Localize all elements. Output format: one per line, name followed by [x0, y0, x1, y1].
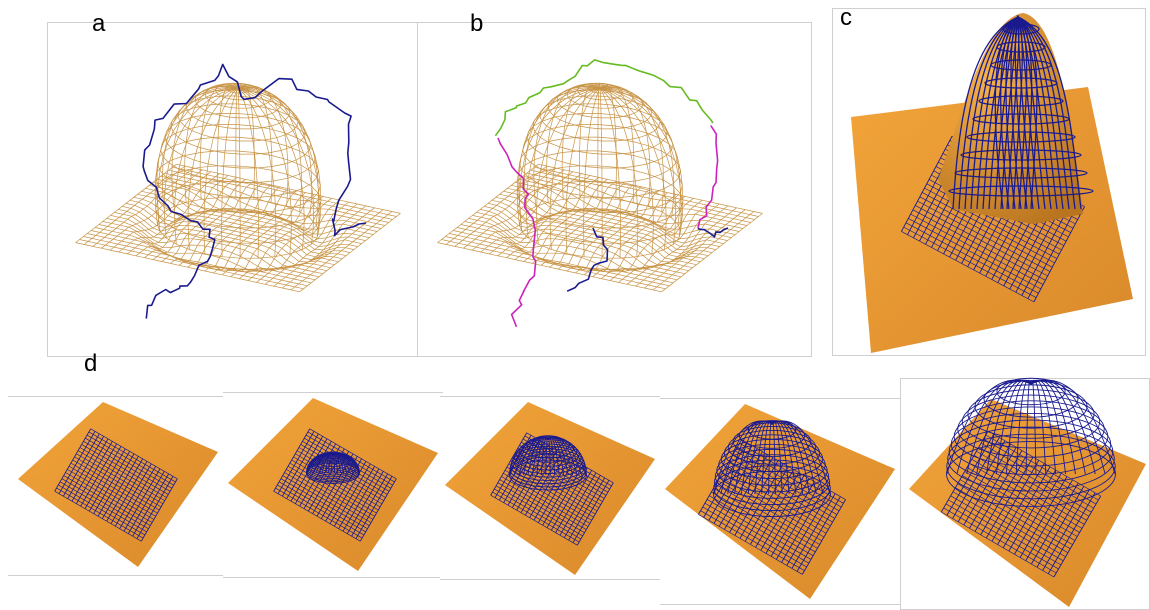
- panel-a: [47, 22, 419, 357]
- peak-lattice: [948, 15, 1094, 210]
- blue-path-right: [697, 227, 729, 238]
- magenta-path-left: [497, 137, 537, 328]
- panel-label-a: a: [92, 10, 106, 37]
- panel-d-step-3: [440, 396, 660, 580]
- panel-d-step-1-figure: [18, 402, 218, 567]
- panel-c-figure: [851, 13, 1133, 353]
- blue-path: [142, 63, 367, 319]
- magenta-path-right: [697, 125, 719, 229]
- surface-sheet: [445, 402, 655, 575]
- panel-c: [832, 8, 1146, 356]
- dome-lattice: [713, 420, 831, 517]
- surface-sheet: [18, 402, 218, 567]
- panel-d-step-4: [660, 398, 900, 605]
- green-path: [494, 59, 714, 137]
- panel-label-d: d: [84, 350, 98, 377]
- surface-sheet: [228, 398, 438, 571]
- panel-d-step-5: [900, 377, 1150, 610]
- lattice: [54, 428, 178, 542]
- dome-lattice: [306, 451, 360, 484]
- panel-b: [417, 22, 812, 357]
- dome-lattice: [946, 377, 1116, 507]
- mesh: [437, 82, 763, 293]
- panel-b-figure: [437, 59, 763, 328]
- panel-d-step-2: [223, 392, 443, 578]
- dome-lattice: [509, 435, 587, 491]
- panel-d-step-5-figure: [909, 377, 1146, 607]
- panel-label-b: b: [470, 10, 484, 37]
- panel-d-step-1: [8, 396, 223, 576]
- lattice: [698, 439, 846, 575]
- blue-path: [566, 227, 609, 292]
- lattice: [940, 430, 1102, 578]
- mesh: [75, 82, 401, 293]
- panel-d-step-2-figure: [228, 398, 438, 571]
- panel-d-step-3-figure: [445, 402, 655, 575]
- panel-label-c: c: [840, 4, 852, 31]
- surface-sheet: [909, 399, 1146, 607]
- lattice: [490, 432, 614, 546]
- panel-d-step-4-figure: [665, 404, 895, 599]
- panel-a-figure: [75, 63, 401, 319]
- lattice: [273, 428, 397, 542]
